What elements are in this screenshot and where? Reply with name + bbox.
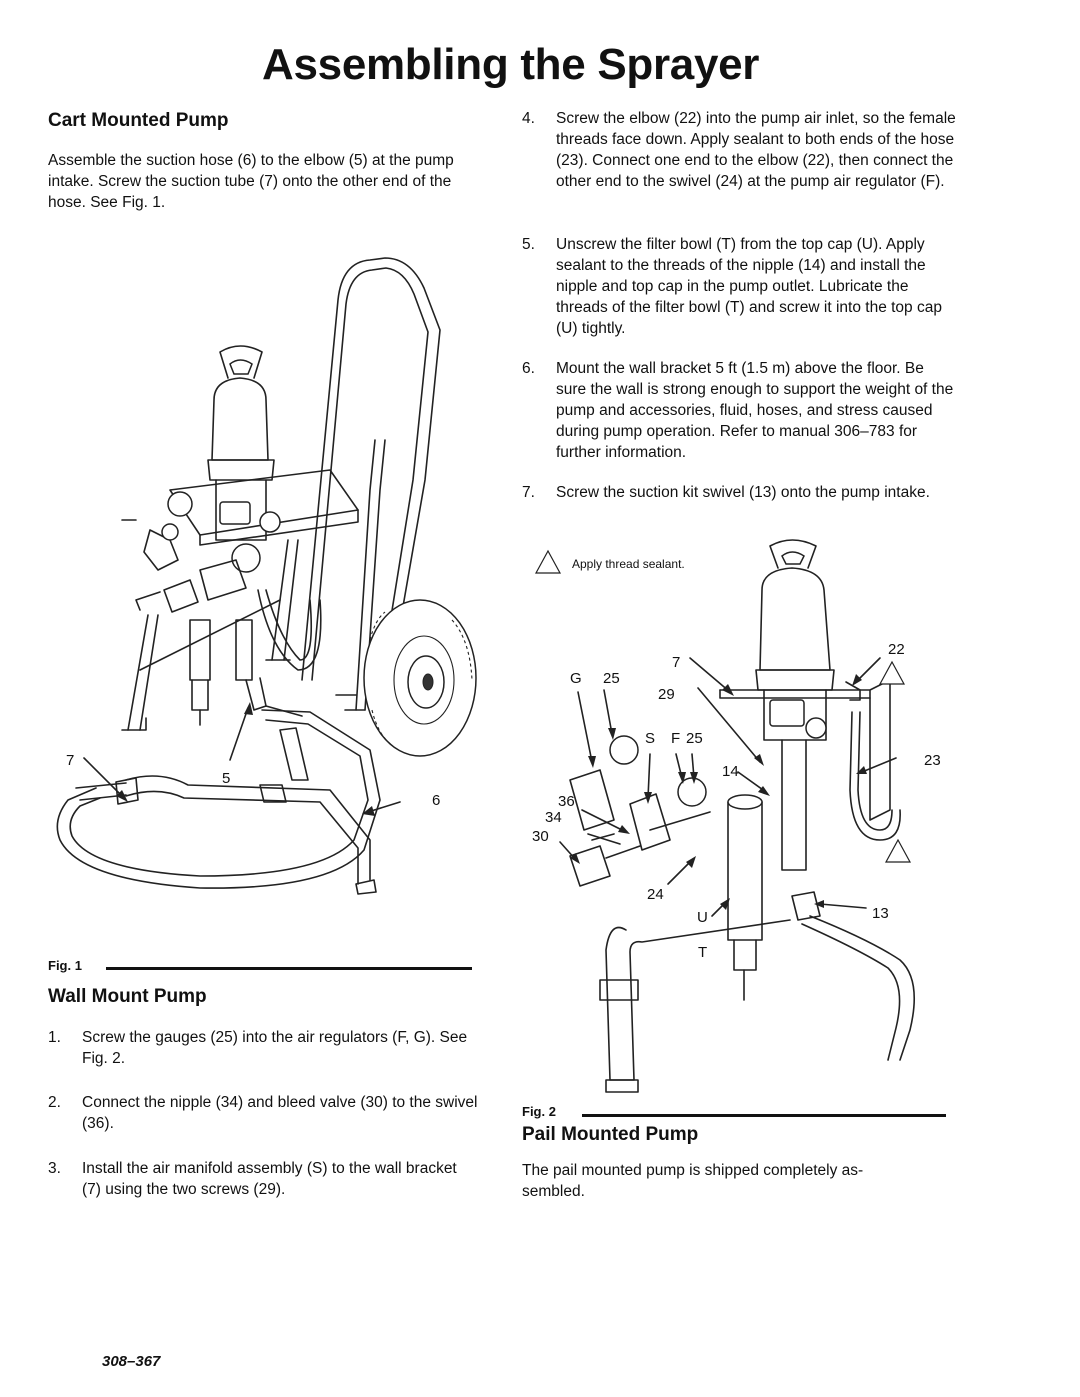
fig2-callout-30: 30 (532, 828, 549, 845)
wall-step-3-text: Install the air manifold assembly (S) to… (82, 1160, 457, 1198)
fig2-callout-36: 36 (558, 793, 575, 810)
wall-step-7: 7. Screw the suction kit swivel (13) ont… (522, 482, 958, 503)
wall-step-3: 3. Install the air manifold assembly (S)… (48, 1158, 478, 1200)
fig2-callout-22: 22 (888, 641, 905, 658)
fig2-callout-7: 7 (672, 654, 681, 671)
fig2-callout-25-f: 25 (686, 730, 703, 747)
wall-step-2-number: 2. (48, 1094, 61, 1111)
fig2-callout-U: U (697, 909, 708, 926)
wall-mount-heading: Wall Mount Pump (48, 986, 207, 1007)
fig2-callout-29: 29 (658, 686, 675, 703)
fig2-callout-24: 24 (647, 886, 664, 903)
fig1-cart-pump-illustration (56, 257, 477, 895)
fig2-callout-F: F (671, 730, 681, 747)
wall-step-5-number: 5. (522, 236, 535, 253)
wall-step-1-number: 1. (48, 1029, 61, 1046)
wall-step-2: 2. Connect the nipple (34) and bleed val… (48, 1092, 478, 1134)
pail-mounted-paragraph: The pail mounted pump is shipped complet… (522, 1162, 864, 1200)
wall-step-7-text: Screw the suction kit swivel (13) onto t… (556, 484, 930, 501)
fig2-rule (582, 1114, 946, 1117)
fig2-callout-13: 13 (872, 905, 889, 922)
fig1-callout-6: 6 (432, 792, 441, 809)
page-title: Assembling the Sprayer (262, 40, 760, 89)
fig2-callout-T: T (698, 944, 708, 961)
fig1-callout-arrows (83, 702, 401, 816)
wall-step-7-number: 7. (522, 484, 535, 501)
fig2-wall-pump-illustration (559, 539, 916, 1093)
fig1-label: Fig. 1 (48, 958, 82, 973)
fig2-callout-14: 14 (722, 763, 739, 780)
wall-step-4-number: 4. (522, 110, 535, 127)
fig2-callout-34: 34 (545, 809, 562, 826)
wall-step-6: 6. Mount the wall bracket 5 ft (1.5 m) a… (522, 358, 958, 463)
fig1-callout-7: 7 (66, 752, 75, 769)
wall-step-4-text: Screw the elbow (22) into the pump air i… (556, 110, 956, 190)
fig2-label: Fig. 2 (522, 1104, 556, 1119)
cart-mounted-heading: Cart Mounted Pump (48, 110, 229, 131)
pail-mounted-heading: Pail Mounted Pump (522, 1124, 699, 1145)
wall-step-6-number: 6. (522, 360, 535, 377)
wall-step-5-text: Unscrew the filter bowl (T) from the top… (556, 236, 942, 337)
fig2-legend-text: Apply thread sealant. (572, 557, 685, 571)
cart-mounted-paragraph: Assemble the suction hose (6) to the elb… (48, 152, 454, 211)
wall-step-3-number: 3. (48, 1160, 61, 1177)
fig2-callout-23: 23 (924, 752, 941, 769)
fig2-callout-G: G (570, 670, 582, 687)
page-footer-number: 308–367 (102, 1353, 161, 1370)
wall-step-4: 4. Screw the elbow (22) into the pump ai… (522, 108, 958, 192)
wall-step-1-text: Screw the gauges (25) into the air regul… (82, 1029, 468, 1067)
fig2-callout-25-g: 25 (603, 670, 620, 687)
fig1-callout-5: 5 (222, 770, 231, 787)
wall-step-1: 1. Screw the gauges (25) into the air re… (48, 1027, 478, 1069)
wall-step-2-text: Connect the nipple (34) and bleed valve … (82, 1094, 478, 1132)
wall-step-5: 5. Unscrew the filter bowl (T) from the … (522, 234, 958, 339)
fig1-rule (106, 967, 472, 970)
fig2-callout-S: S (645, 730, 656, 747)
thread-sealant-triangle-icon (534, 549, 562, 574)
wall-step-6-text: Mount the wall bracket 5 ft (1.5 m) abov… (556, 360, 954, 461)
